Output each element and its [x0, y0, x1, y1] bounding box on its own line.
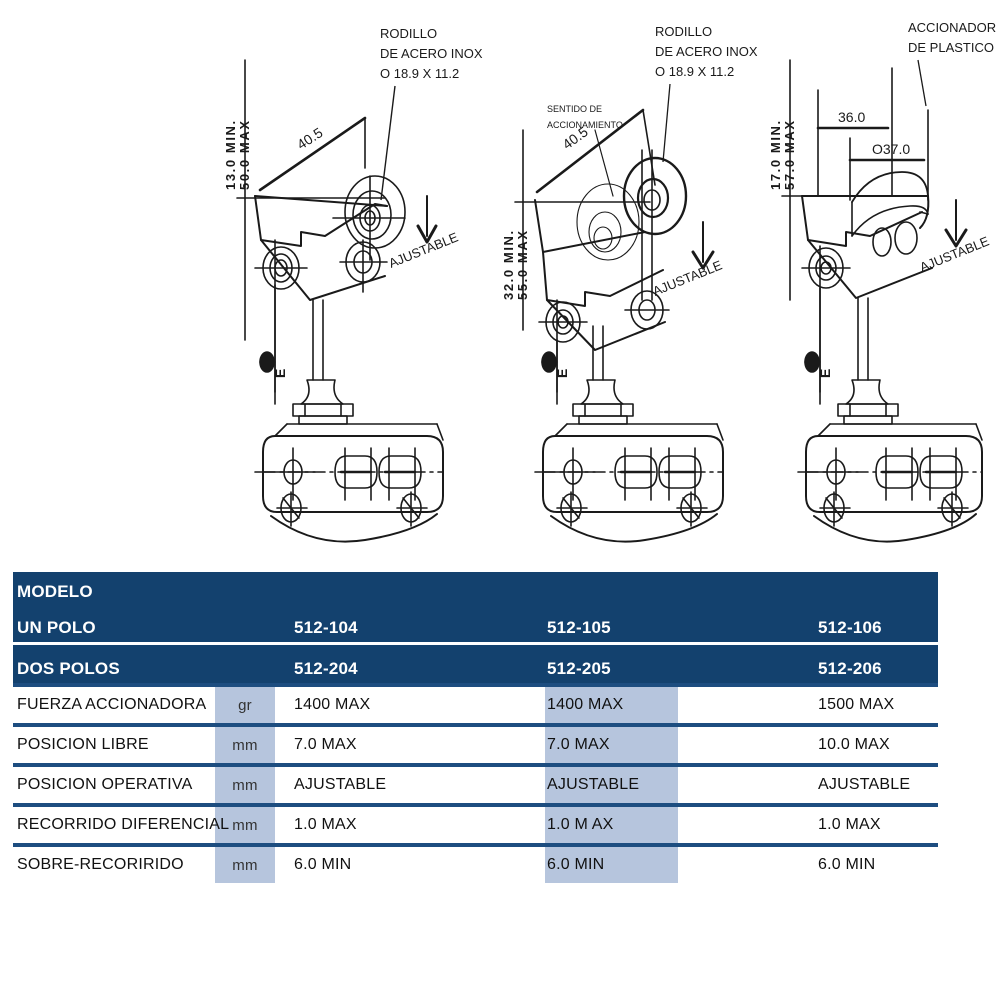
row-unit: mm [232, 856, 258, 874]
label-body-mark: E [554, 369, 570, 378]
row-value-model-1: AJUSTABLE [294, 776, 387, 793]
row-value-model-2: 1.0 M AX [547, 816, 614, 833]
table-row: POSICION OPERATIVA mm AJUSTABLE AJUSTABL… [13, 763, 938, 803]
header-dos-polos-model-3: 512-206 [818, 659, 882, 678]
row-value-model-2: 1400 MAX [547, 696, 624, 713]
header-un-polo-model-3: 512-106 [818, 618, 882, 637]
callout-actuator-line1: ACCIONADOR [908, 20, 996, 35]
row-value-model-3: 10.0 MAX [818, 736, 890, 753]
row-unit: mm [232, 736, 258, 754]
table-row: RECORRIDO DIFERENCIAL mm 1.0 MAX 1.0 M A… [13, 803, 938, 843]
units-column-highlight [215, 683, 275, 883]
row-label: SOBRE-RECORIRIDO [17, 856, 184, 873]
row-label: FUERZA ACCIONADORA [17, 696, 207, 713]
header-dos-polos-label: DOS POLOS [17, 659, 120, 678]
row-unit: mm [232, 776, 258, 794]
label-direction-line1: SENTIDO DE [547, 104, 602, 114]
specifications-table: MODELO UN POLO 512-104 512-105 512-106 D… [13, 572, 938, 883]
label-adjustable: AJUSTABLE [651, 257, 725, 299]
callout-roller-line2: DE ACERO INOX [380, 46, 483, 61]
callout-actuator-line2: DE PLASTICO [908, 40, 994, 55]
table-row: POSICION LIBRE mm 7.0 MAX 7.0 MAX 10.0 M… [13, 723, 938, 763]
callout-roller-line3: O 18.9 X 11.2 [655, 64, 734, 79]
dim-height-line1: 17.0 MIN. [768, 119, 783, 190]
dim-height-line1: 32.0 MIN. [501, 229, 516, 300]
dim-length: 36.0 [838, 109, 865, 125]
callout-roller-line2: DE ACERO INOX [655, 44, 758, 59]
callout-roller-line1: RODILLO [655, 24, 712, 39]
dim-height-line2: 55.0 MAX [515, 229, 530, 300]
row-value-model-3: 6.0 MIN [818, 856, 876, 873]
header-row-modelo: MODELO [13, 572, 938, 606]
header-dos-polos-model-1: 512-204 [294, 659, 358, 678]
table-body: FUERZA ACCIONADORA gr 1400 MAX 1400 MAX … [13, 683, 938, 883]
row-value-model-1: 1.0 MAX [294, 816, 357, 833]
header-modelo-label: MODELO [17, 582, 93, 601]
row-label: POSICION OPERATIVA [17, 776, 193, 793]
row-label: POSICION LIBRE [17, 736, 149, 753]
header-row-dos-polos: DOS POLOS 512-204 512-205 512-206 [13, 645, 938, 683]
drawing-roller-lever-adjustable: 13.0 MIN. 50.0 MAX 40.5 RODILLO DE ACERO… [215, 0, 500, 560]
row-value-model-1: 7.0 MAX [294, 736, 357, 753]
row-value-model-1: 6.0 MIN [294, 856, 352, 873]
row-unit: mm [232, 816, 258, 834]
table-header: MODELO UN POLO 512-104 512-105 512-106 D… [13, 572, 938, 683]
row-unit: gr [238, 696, 252, 714]
row-value-model-2: 7.0 MAX [547, 736, 610, 753]
drawing-roller-lever-one-way: 32.0 MIN. 55.0 MAX 40.5 RODILLO DE ACERO… [495, 0, 780, 560]
dim-height-line2: 57.0 MAX [782, 119, 797, 190]
label-body-mark: E [272, 369, 288, 378]
header-separator [13, 642, 938, 645]
header-un-polo-label: UN POLO [17, 618, 96, 637]
row-value-model-3: 1.0 MAX [818, 816, 881, 833]
table-row: SOBRE-RECORIRIDO mm 6.0 MIN 6.0 MIN 6.0 … [13, 843, 938, 883]
drawing-plastic-paddle-lever: 17.0 MIN. 57.0 MAX 36.0 O37.0 ACCIONADOR… [760, 0, 1000, 560]
callout-roller-line3: O 18.9 X 11.2 [380, 66, 459, 81]
label-body-mark: E [817, 369, 833, 378]
row-value-model-2: AJUSTABLE [547, 776, 640, 793]
dim-height-line1: 13.0 MIN. [223, 119, 238, 190]
row-value-model-3: AJUSTABLE [818, 776, 911, 793]
table-row: FUERZA ACCIONADORA gr 1400 MAX 1400 MAX … [13, 683, 938, 723]
label-adjustable: AJUSTABLE [918, 233, 992, 275]
row-label: RECORRIDO DIFERENCIAL [17, 816, 230, 833]
row-value-model-3: 1500 MAX [818, 696, 895, 713]
row-value-model-2: 6.0 MIN [547, 856, 605, 873]
dim-diameter: O37.0 [872, 141, 910, 157]
header-un-polo-model-2: 512-105 [547, 618, 611, 637]
callout-roller-line1: RODILLO [380, 26, 437, 41]
model-2-column-highlight [545, 683, 678, 883]
row-value-model-1: 1400 MAX [294, 696, 371, 713]
technical-drawings-area: 13.0 MIN. 50.0 MAX 40.5 RODILLO DE ACERO… [215, 0, 1000, 560]
header-un-polo-model-1: 512-104 [294, 618, 358, 637]
label-direction-line2: ACCIONAMIENTO [547, 120, 623, 130]
dim-height-line2: 50.0 MAX [237, 119, 252, 190]
header-row-un-polo: UN POLO 512-104 512-105 512-106 [13, 606, 938, 642]
header-dos-polos-model-2: 512-205 [547, 659, 611, 678]
